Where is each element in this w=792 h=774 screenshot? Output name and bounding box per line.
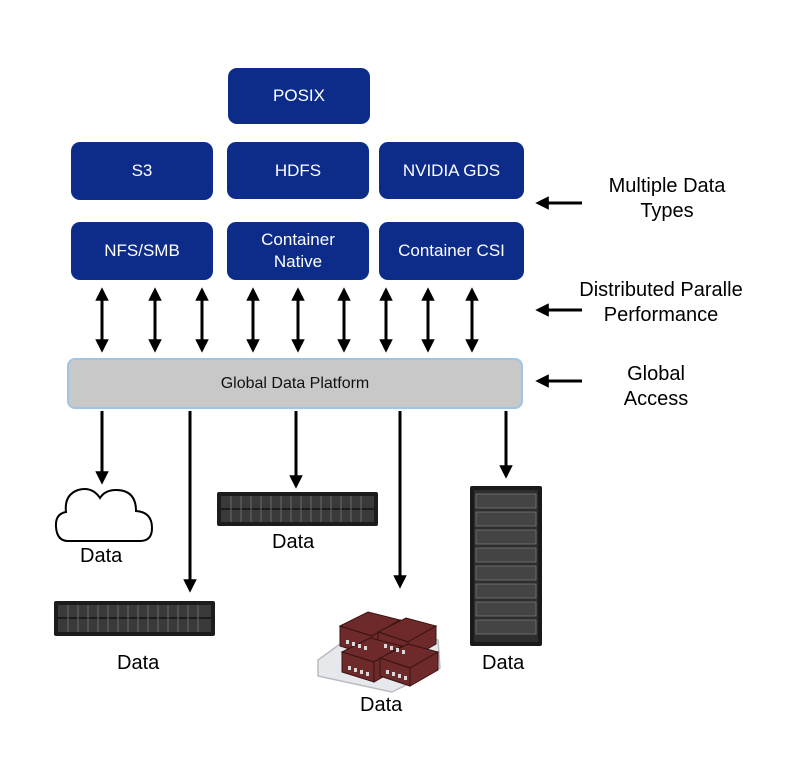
nvidia-gds-box: NVIDIA GDS <box>379 142 524 199</box>
server-left-data-label: Data <box>117 652 160 674</box>
distributed-parallel-label: Distributed Paralle Performance <box>579 279 743 326</box>
hdfs-label: HDFS <box>274 160 322 180</box>
global-data-platform: Global Data Platform <box>67 358 523 409</box>
cloud-icon <box>54 488 154 542</box>
tapes-data-label: Data <box>360 694 403 716</box>
side-arrows <box>535 196 582 388</box>
container-csi-box: Container CSI <box>379 222 524 280</box>
server-mid-icon <box>217 492 378 526</box>
hdfs-box: HDFS <box>227 142 369 199</box>
server-left-icon <box>54 601 215 636</box>
multiple-data-types-label: Multiple Data Types <box>608 175 726 222</box>
s3-box: S3 <box>71 142 213 200</box>
container-csi-label: Container CSI <box>398 241 505 260</box>
nvidia-gds-label: NVIDIA GDS <box>402 160 501 180</box>
tape-cartridges-icon <box>317 611 441 693</box>
platform-label: Global Data Platform <box>220 374 370 392</box>
server-mid-data-label: Data <box>272 531 315 553</box>
nfs-smb-label: NFS/SMB <box>104 241 180 260</box>
bidirectional-arrows <box>95 287 479 353</box>
container-native-label: Container Native <box>261 230 335 271</box>
posix-box: POSIX <box>228 68 370 124</box>
posix-label: POSIX <box>273 86 325 105</box>
container-native-box: Container Native <box>227 222 369 280</box>
cloud-data-label: Data <box>80 545 123 567</box>
s3-label: S3 <box>131 161 153 180</box>
nfs-smb-box: NFS/SMB <box>71 222 213 280</box>
rack-icon <box>470 486 542 646</box>
rack-data-label: Data <box>482 652 525 674</box>
down-arrows <box>95 411 513 593</box>
global-access-label: Global Access <box>623 363 689 410</box>
